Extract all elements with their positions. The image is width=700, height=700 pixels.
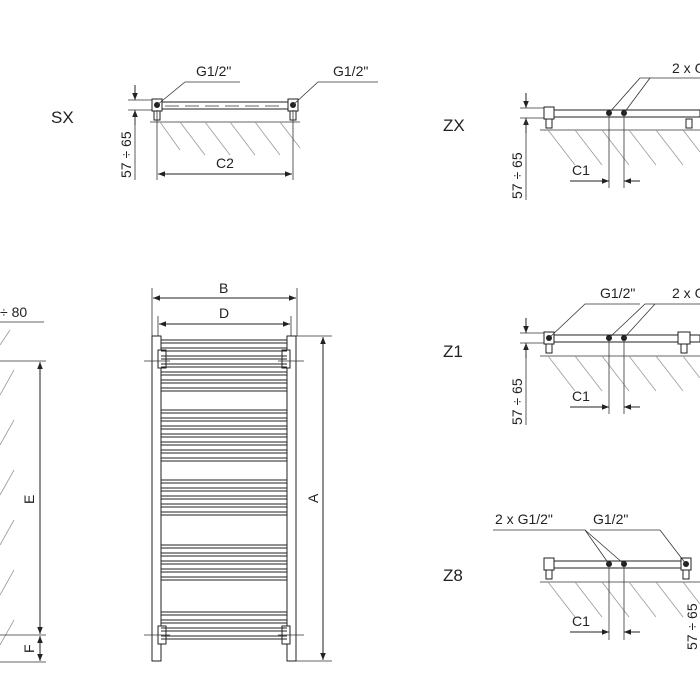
radiator-top-view <box>543 557 692 580</box>
variant-code-z8: Z8 <box>443 566 463 585</box>
front-view: B D <box>144 280 332 662</box>
conn-label-right: G1/2" <box>333 63 368 79</box>
spacing-dim-label: C1 <box>572 613 590 629</box>
wall-hatch <box>540 581 700 618</box>
height-dim-label: 57 ÷ 65 <box>509 152 525 199</box>
wall-distance-label: ÷ 80 <box>0 304 27 320</box>
left-column <box>151 335 162 662</box>
conn-label-left: 2 x G1/2" <box>495 511 553 527</box>
radiator-top-view <box>543 331 700 354</box>
radiator-top-view <box>543 106 700 129</box>
variant-zx: ZX 2 x G1/2" 57 ÷ 65 C <box>443 60 700 200</box>
conn-label-left: G1/2" <box>196 63 231 79</box>
radiator-top-view <box>151 98 299 121</box>
variant-z1: Z1 G1/2" 2 x G1/2" 57 ÷ <box>443 285 700 425</box>
variant-code-zx: ZX <box>443 116 465 135</box>
wall-hatch <box>540 129 700 166</box>
variant-sx: SX G1/2" G1/2" <box>51 63 378 180</box>
width-d-label: D <box>219 305 229 321</box>
height-f-label: F <box>21 644 37 653</box>
spacing-dim-label: C2 <box>216 155 234 171</box>
height-dim-label: 57 ÷ 65 <box>509 378 525 425</box>
width-b-label: B <box>219 280 228 296</box>
spacing-dim-label: C1 <box>572 388 590 404</box>
height-e-label: E <box>21 495 37 504</box>
variant-code-sx: SX <box>51 108 74 127</box>
conn-label-right: G1/2" <box>593 511 628 527</box>
variant-code-z1: Z1 <box>443 342 463 361</box>
variant-z8: Z8 2 x G1/2" G1/2" C1 57 <box>443 511 700 650</box>
height-a-label: A <box>305 493 321 503</box>
side-view: ÷ 80 E F <box>0 304 46 663</box>
conn-label-left: G1/2" <box>600 285 635 301</box>
conn-label: 2 x G1/2" <box>672 60 700 76</box>
wall-hatch <box>540 355 700 392</box>
height-dim-label: 57 ÷ 65 <box>684 603 700 650</box>
spacing-dim-label: C1 <box>572 162 590 178</box>
height-dim-label: 57 ÷ 65 <box>118 131 134 178</box>
wall-hatch <box>150 121 301 156</box>
wall-hatch <box>0 329 15 646</box>
conn-label-right: 2 x G1/2" <box>672 285 700 301</box>
right-column <box>286 335 297 662</box>
horizontal-tubes <box>161 339 287 640</box>
